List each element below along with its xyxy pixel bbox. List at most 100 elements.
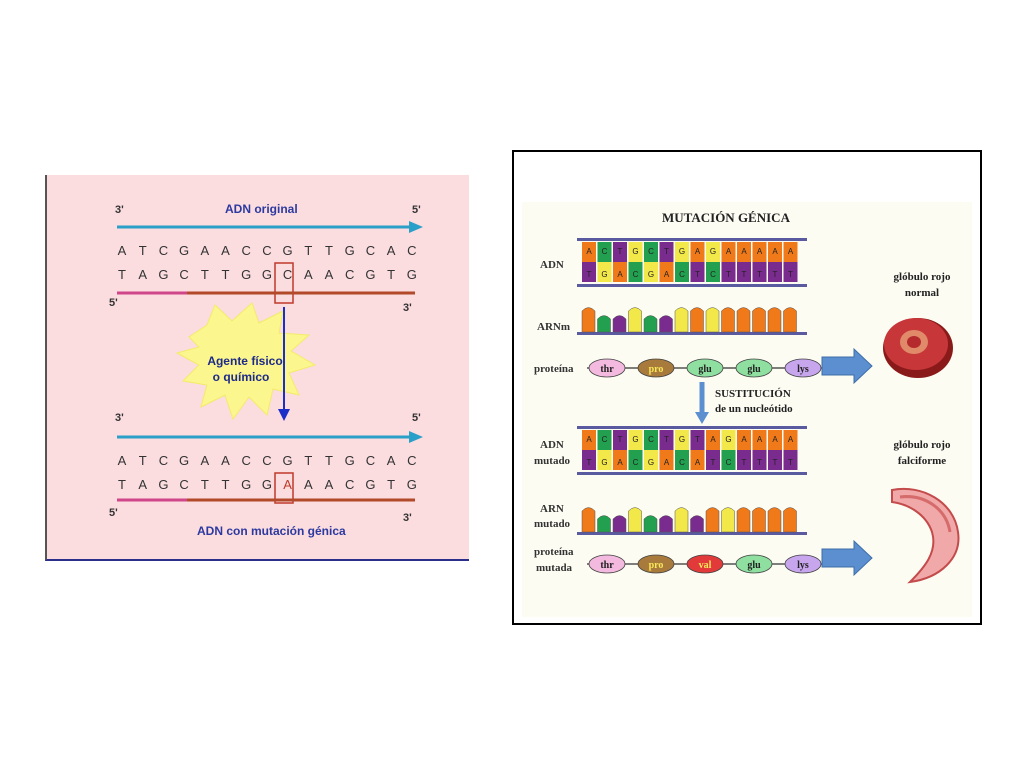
label-arnm: ARNm xyxy=(537,321,570,333)
nucleotide-letter: T xyxy=(304,243,312,258)
dna-base-top xyxy=(737,430,751,450)
rna-nucleotide-bar xyxy=(705,507,720,533)
dna-base-letter: T xyxy=(773,458,778,467)
dna-base-letter: A xyxy=(757,435,763,444)
dna-base-letter: C xyxy=(648,247,654,256)
mut-end-label-5prime-b: 5' xyxy=(109,507,118,519)
dna-backbone-top xyxy=(577,426,807,429)
rna-nucleotide-bar xyxy=(783,307,797,333)
substitution-label-2: de un nucleótido xyxy=(715,403,793,415)
rna-backbone xyxy=(577,532,807,535)
label-arn-mutado-2: mutado xyxy=(534,518,571,530)
nucleotide-letter: G xyxy=(179,243,189,258)
mutation-arrowhead xyxy=(278,409,290,421)
nucleotide-letter: T xyxy=(201,267,209,282)
gene-mutation-title: MUTACIÓN GÉNICA xyxy=(662,210,791,225)
rna-nucleotide-bar xyxy=(690,515,704,533)
dna-base-letter: A xyxy=(726,247,732,256)
end-label-3prime-b: 3' xyxy=(403,302,412,314)
dna-base-bottom xyxy=(613,262,627,282)
dna-base-letter: C xyxy=(633,270,639,279)
nucleotide-letter: G xyxy=(283,243,293,258)
amino-acid-oval xyxy=(588,358,626,378)
dna-base-top xyxy=(721,242,736,262)
dna-base-letter: C xyxy=(602,247,608,256)
dna-base-bottom xyxy=(644,450,658,470)
amino-acid-oval xyxy=(784,358,822,378)
dna-base-top xyxy=(768,242,782,262)
dna-backbone-top xyxy=(577,238,807,241)
rna-nucleotide-bar xyxy=(643,515,658,533)
label-proteina: proteína xyxy=(534,363,574,375)
nucleotide-letter: C xyxy=(159,453,168,468)
nucleotide-letter: G xyxy=(241,267,251,282)
nucleotide-letter: G xyxy=(283,453,293,468)
rna-nucleotide-bar xyxy=(783,507,797,533)
rna-nucleotide-bar xyxy=(752,307,766,333)
dna-base-top xyxy=(752,430,767,450)
dna-base-bottom xyxy=(628,262,643,282)
substitution-arrowhead xyxy=(695,412,709,424)
nucleotide-letter: T xyxy=(118,477,126,492)
dna-base-letter: A xyxy=(664,270,670,279)
dna-base-top xyxy=(737,242,751,262)
rna-nucleotide-bar xyxy=(736,307,751,333)
dna-base-letter: T xyxy=(788,458,793,467)
mutated-caption: ADN con mutación génica xyxy=(197,524,346,538)
dna-base-letter: A xyxy=(586,435,592,444)
original-highlight-box xyxy=(274,262,294,304)
dna-base-letter: G xyxy=(648,270,654,279)
gene-mutation-panel: MUTACIÓN GÉNICA ADN ARNm proteína ADN mu… xyxy=(512,150,982,625)
mrna-normal-bars xyxy=(577,307,807,335)
amino-acid-oval xyxy=(686,358,724,378)
dna-base-bottom xyxy=(659,450,674,470)
rna-nucleotide-bar xyxy=(612,515,627,533)
nucleotide-letter: G xyxy=(345,243,355,258)
dna-base-letter: C xyxy=(726,458,732,467)
rna-nucleotide-bar xyxy=(628,507,642,533)
dna-base-top xyxy=(582,242,596,262)
dna-base-top xyxy=(690,242,705,262)
nucleotide-letter: A xyxy=(304,267,313,282)
dna-base-letter: A xyxy=(617,458,623,467)
dna-base-letter: T xyxy=(695,270,700,279)
dna-base-letter: T xyxy=(711,458,716,467)
amino-acid-label: glu xyxy=(747,560,761,571)
mut-top-strand-arrowhead xyxy=(409,431,423,443)
dna-base-top xyxy=(613,242,627,262)
dna-base-top xyxy=(675,430,689,450)
nucleotide-letter: G xyxy=(179,453,189,468)
agent-label-line1: Agente físico xyxy=(207,354,282,368)
dna-base-bottom xyxy=(690,450,705,470)
nucleotide-letter: G xyxy=(407,477,417,492)
dna-base-letter: T xyxy=(726,270,731,279)
dna-base-letter: T xyxy=(742,270,747,279)
dna-base-letter: C xyxy=(679,458,685,467)
dna-base-bottom xyxy=(690,262,705,282)
dna-backbone-bottom xyxy=(577,284,807,287)
dna-backbone-bottom xyxy=(577,472,807,475)
nucleotide-letter: G xyxy=(158,267,168,282)
dna-base-letter: A xyxy=(617,270,623,279)
arrow-to-sickle-cell xyxy=(821,539,873,577)
dna-base-letter: G xyxy=(679,435,685,444)
rna-nucleotide-bar xyxy=(705,307,720,333)
rna-nucleotide-bar xyxy=(628,307,642,333)
dna-base-top xyxy=(690,430,705,450)
dna-base-top xyxy=(721,430,736,450)
agent-label-line2: o químico xyxy=(213,370,270,384)
label-arn-mutado-1: ARN xyxy=(540,503,564,515)
nucleotide-letter: A xyxy=(118,453,127,468)
amino-acid-oval xyxy=(784,554,822,574)
rna-nucleotide-bar xyxy=(752,507,766,533)
mutated-highlight-box xyxy=(274,472,294,504)
rna-nucleotide-bar xyxy=(767,307,782,333)
dna-base-letter: C xyxy=(648,435,654,444)
